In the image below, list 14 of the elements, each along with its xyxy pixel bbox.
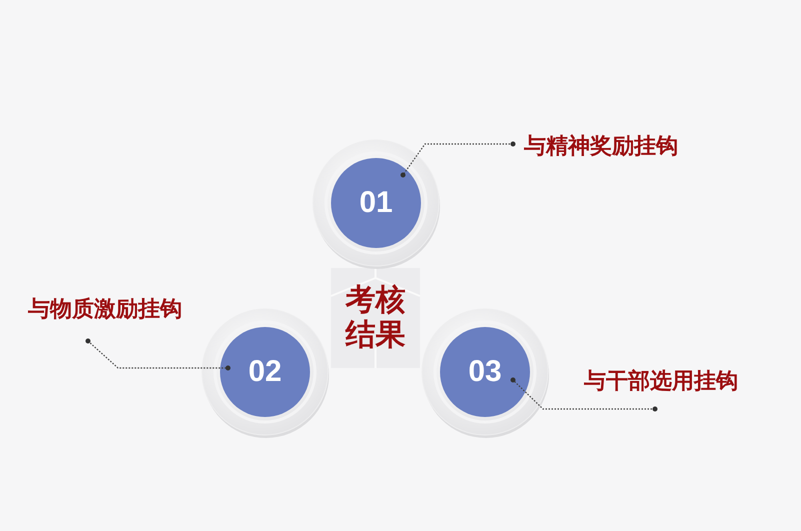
numbered-circle bbox=[200, 307, 330, 437]
numbered-circle bbox=[420, 307, 550, 437]
leader-line bbox=[86, 338, 230, 370]
step-number: 01 bbox=[359, 186, 393, 220]
step-number: 03 bbox=[468, 355, 502, 389]
center-title: 考核结果 bbox=[344, 284, 406, 352]
callout-label: 与干部选用挂钩 bbox=[584, 366, 774, 396]
leader-line bbox=[400, 142, 516, 178]
numbered-circle bbox=[311, 138, 441, 268]
leader-line bbox=[510, 378, 658, 412]
center-panel bbox=[331, 268, 420, 368]
callout-label: 与物质激励挂钩 bbox=[28, 294, 218, 324]
callout-label: 与精神奖励挂钩 bbox=[524, 131, 714, 161]
step-number: 02 bbox=[248, 355, 282, 389]
